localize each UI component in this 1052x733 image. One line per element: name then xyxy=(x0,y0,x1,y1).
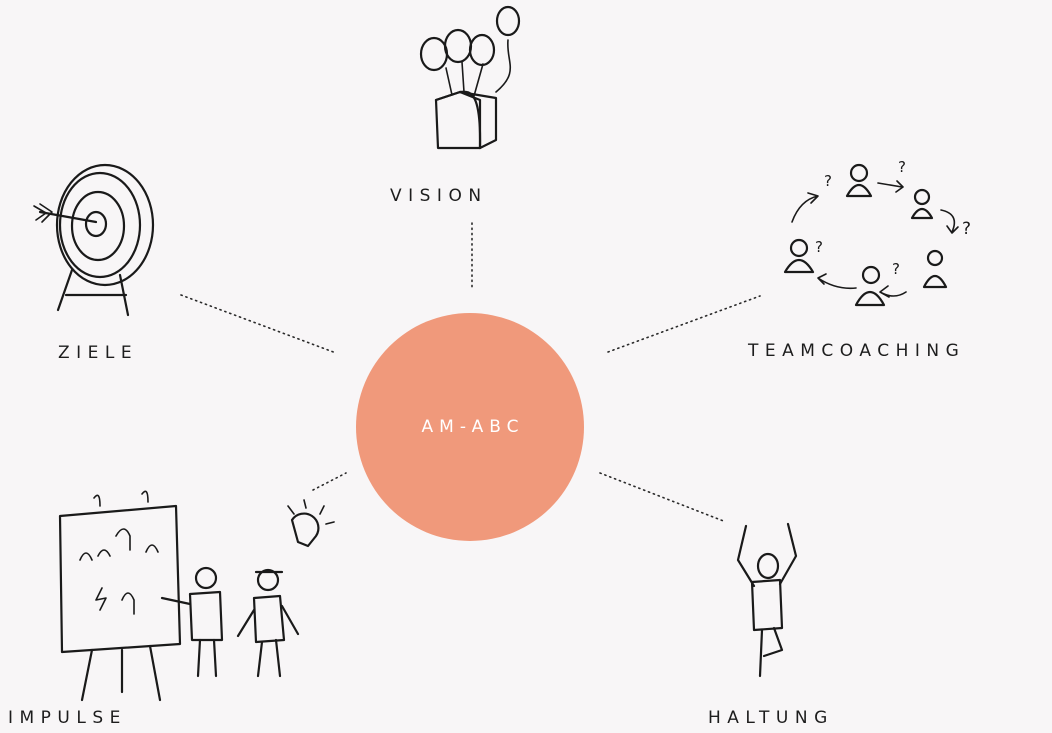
svg-text:?: ? xyxy=(892,260,900,278)
connector-ziele xyxy=(180,294,337,354)
connector-impulse xyxy=(312,472,347,491)
label-vision: VISION xyxy=(390,186,488,206)
flipchart-presenters-icon xyxy=(58,490,335,702)
label-haltung: HALTUNG xyxy=(708,708,834,728)
center-label: AM-ABC xyxy=(421,417,525,437)
svg-text:?: ? xyxy=(815,238,823,256)
svg-text:?: ? xyxy=(962,219,971,239)
balance-pose-figure-icon xyxy=(736,522,798,678)
target-arrow-icon xyxy=(33,163,155,317)
label-teamcoaching: TEAMCOACHING xyxy=(748,341,966,361)
center-node: AM-ABC xyxy=(356,313,584,541)
svg-text:?: ? xyxy=(824,172,832,190)
label-impulse: IMPULSE xyxy=(8,708,127,728)
connector-haltung xyxy=(599,472,727,523)
connector-teamcoaching xyxy=(607,295,761,353)
svg-text:?: ? xyxy=(898,158,906,176)
balloons-box-icon xyxy=(419,5,521,150)
team-circle-icon: ? ? ? ? ? xyxy=(783,158,971,307)
label-ziele: ZIELE xyxy=(58,343,139,363)
